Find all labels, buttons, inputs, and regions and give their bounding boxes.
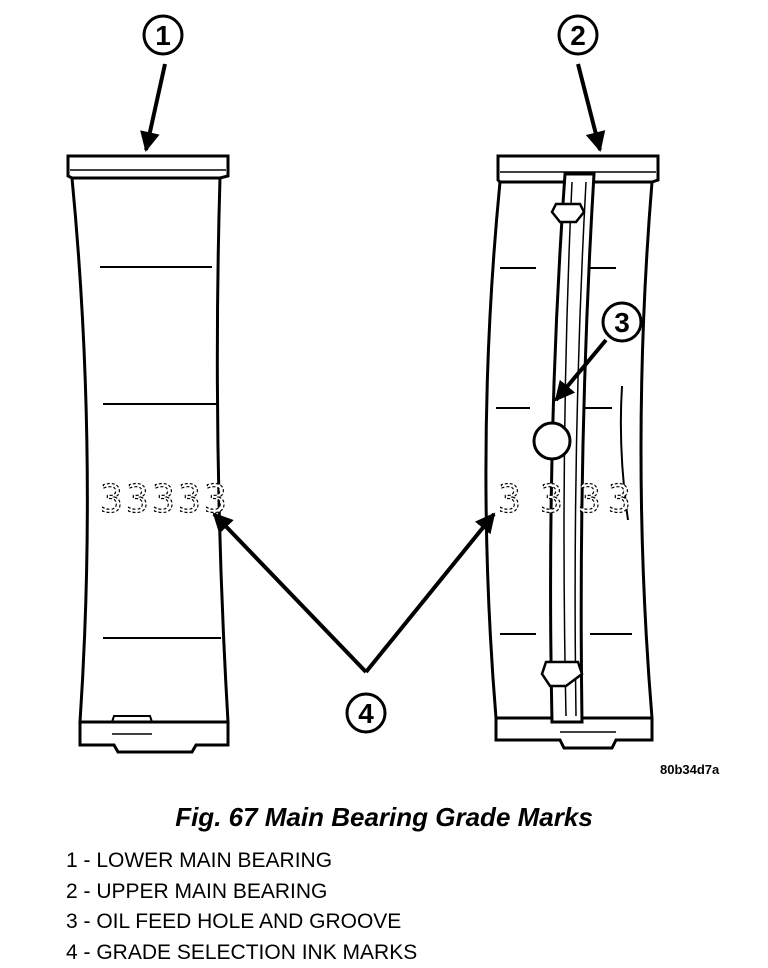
- ink-mark: 3: [178, 477, 201, 521]
- legend-item: 1 - LOWER MAIN BEARING: [66, 846, 417, 877]
- callout-number: 3: [614, 307, 630, 338]
- arrow-4-left: [214, 514, 366, 672]
- arrow-4-right: [366, 514, 494, 672]
- ink-mark: 3: [126, 477, 149, 521]
- ink-mark: 3: [498, 477, 521, 521]
- figure-caption: Fig. 67 Main Bearing Grade Marks: [0, 802, 768, 833]
- bearing-diagram: 3 3 3 3 3 3 3 3 3: [0, 0, 768, 800]
- legend-item: 2 - UPPER MAIN BEARING: [66, 877, 417, 908]
- arrow-2: [578, 64, 600, 150]
- callout-1: 1: [144, 16, 182, 54]
- arrow-1: [146, 64, 165, 150]
- lower-main-bearing: [68, 156, 228, 752]
- callout-3: 3: [603, 303, 641, 341]
- oil-feed-hole: [534, 423, 570, 459]
- legend-list: 1 - LOWER MAIN BEARING 2 - UPPER MAIN BE…: [66, 846, 417, 968]
- figure-reference-code: 80b34d7a: [660, 762, 719, 777]
- legend-item: 4 - GRADE SELECTION INK MARKS: [66, 938, 417, 968]
- ink-mark: 3: [608, 477, 631, 521]
- ink-mark: 3: [578, 477, 601, 521]
- callout-4: 4: [347, 694, 385, 732]
- callout-2: 2: [559, 16, 597, 54]
- callout-number: 4: [358, 698, 374, 729]
- lower-ink-marks: 3 3 3 3 3: [100, 477, 227, 521]
- ink-mark: 3: [540, 477, 563, 521]
- callout-number: 1: [155, 20, 171, 51]
- ink-mark: 3: [152, 477, 175, 521]
- legend-item: 3 - OIL FEED HOLE AND GROOVE: [66, 907, 417, 938]
- ink-mark: 3: [100, 477, 123, 521]
- callout-number: 2: [570, 20, 586, 51]
